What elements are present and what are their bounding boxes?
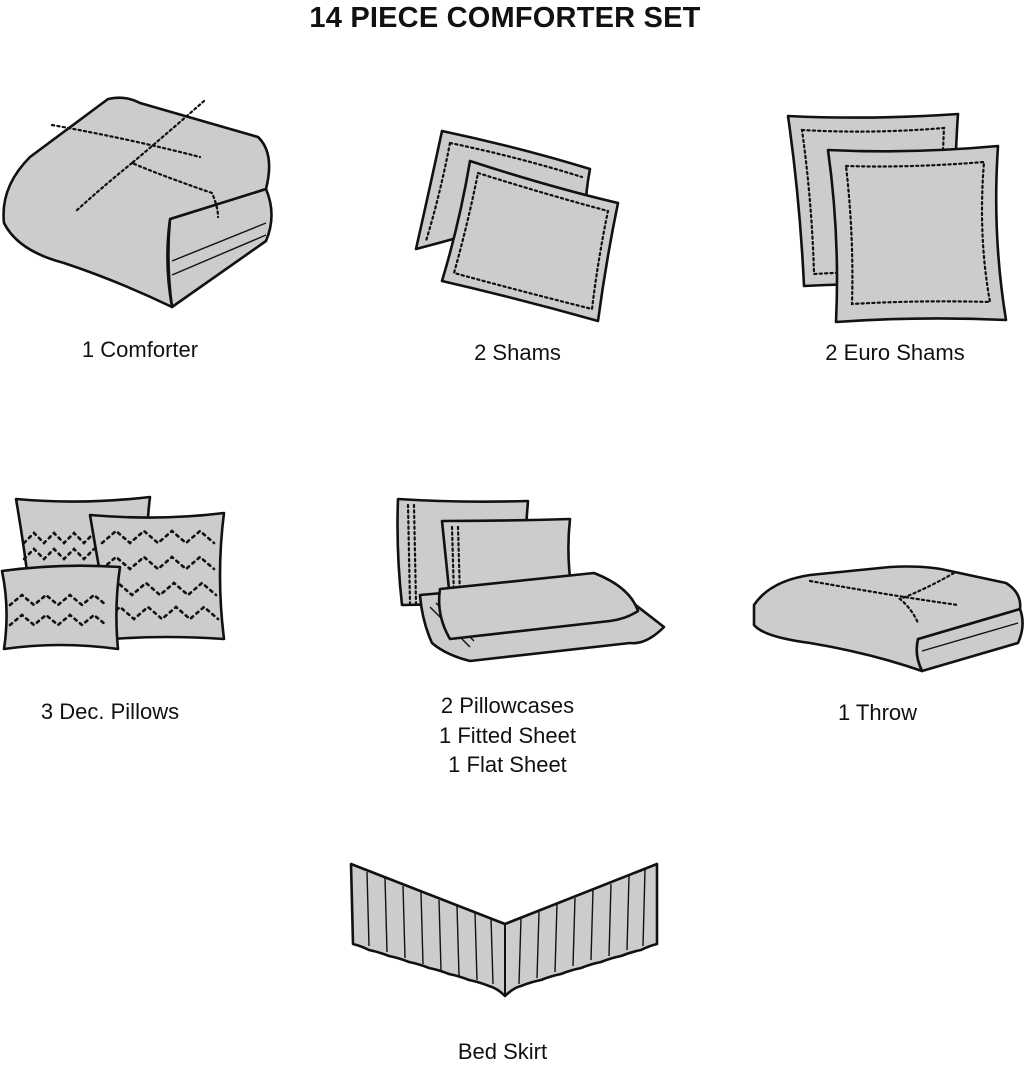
- shams-icon: [414, 129, 620, 323]
- comforter-item: 1 Comforter: [0, 95, 280, 385]
- sheet-set-item: 2 Pillowcases 1 Fitted Sheet 1 Flat Shee…: [390, 495, 680, 785]
- bed-skirt-label: Bed Skirt: [457, 1039, 548, 1064]
- throw-item: 1 Throw: [750, 565, 1024, 735]
- fitted-sheet-label: 1 Fitted Sheet: [439, 723, 576, 748]
- comforter-icon: [2, 96, 273, 309]
- throw-label: 1 Throw: [837, 700, 918, 725]
- decorative-pillows-icon: [0, 495, 226, 651]
- decorative-pillows-item: 3 Dec. Pillows: [0, 495, 240, 735]
- comforter-label: 1 Comforter: [81, 337, 199, 362]
- flat-sheet-label: 1 Flat Sheet: [448, 752, 567, 777]
- bed-skirt-icon: [349, 862, 659, 998]
- shams-item: 2 Shams: [410, 125, 630, 375]
- shams-label: 2 Shams: [474, 340, 561, 365]
- page-title: 14 PIECE COMFORTER SET: [309, 2, 701, 34]
- pillowcases-label: 2 Pillowcases: [440, 693, 575, 718]
- decorative-pillows-label: 3 Dec. Pillows: [40, 699, 180, 724]
- euro-shams-item: 2 Euro Shams: [780, 110, 1024, 380]
- bed-skirt-item: Bed Skirt: [345, 860, 665, 1070]
- euro-shams-label: 2 Euro Shams: [825, 340, 965, 365]
- euro-shams-icon: [786, 112, 1008, 324]
- sheet-set-icon: [396, 497, 666, 663]
- throw-icon: [752, 565, 1024, 673]
